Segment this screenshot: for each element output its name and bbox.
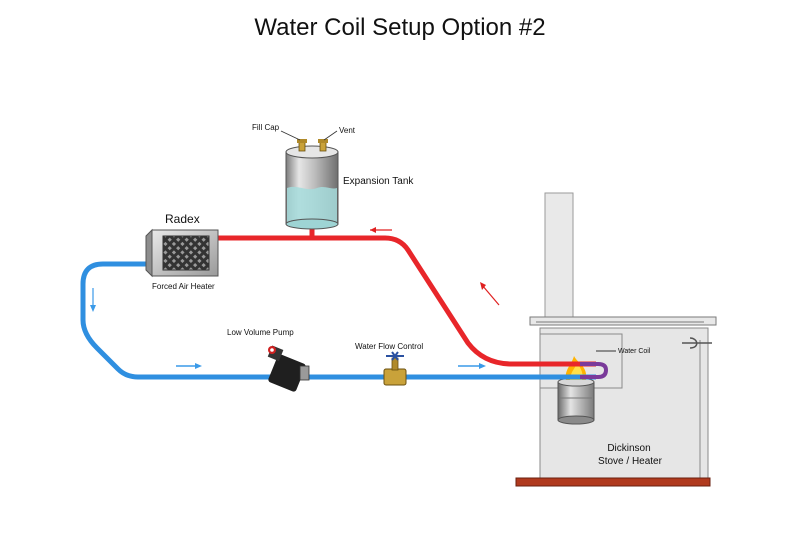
low-volume-pump-label: Low Volume Pump [227,328,294,337]
radex-label: Radex [165,212,200,226]
stove-type-label: Stove / Heater [598,456,662,467]
radex-heater [145,228,219,278]
expansion-tank-label: Expansion Tank [343,176,414,187]
low-volume-pump [267,345,310,392]
water-coil [580,350,616,379]
stove-latch [682,337,712,349]
burner-can [557,377,595,425]
hot-water-line [214,235,596,367]
hot-rise-arrow [480,282,500,306]
stove-body [515,316,717,487]
vent-label: Vent [339,126,356,135]
down-flow-arrow [90,288,96,312]
cold-flow-arrow-1 [176,363,202,369]
cold-water-line [80,261,596,380]
fill-cap-leader [280,130,301,141]
flow-control-valve [383,351,407,386]
cold-flow-arrow-2 [458,363,486,369]
diagram-title: Water Coil Setup Option #2 [254,14,546,41]
chimney [544,192,574,318]
hot-return-arrow [370,227,392,233]
water-coil-label: Water Coil [618,348,651,355]
stove-name-label: Dickinson [607,443,651,454]
water-flow-control-label: Water Flow Control [355,342,424,351]
fill-cap-label: Fill Cap [252,123,280,132]
vent [318,139,328,152]
expansion-tank [285,145,339,230]
fill-cap [297,139,307,152]
vent-leader [323,130,338,141]
forced-air-heater-label: Forced Air Heater [152,282,215,291]
